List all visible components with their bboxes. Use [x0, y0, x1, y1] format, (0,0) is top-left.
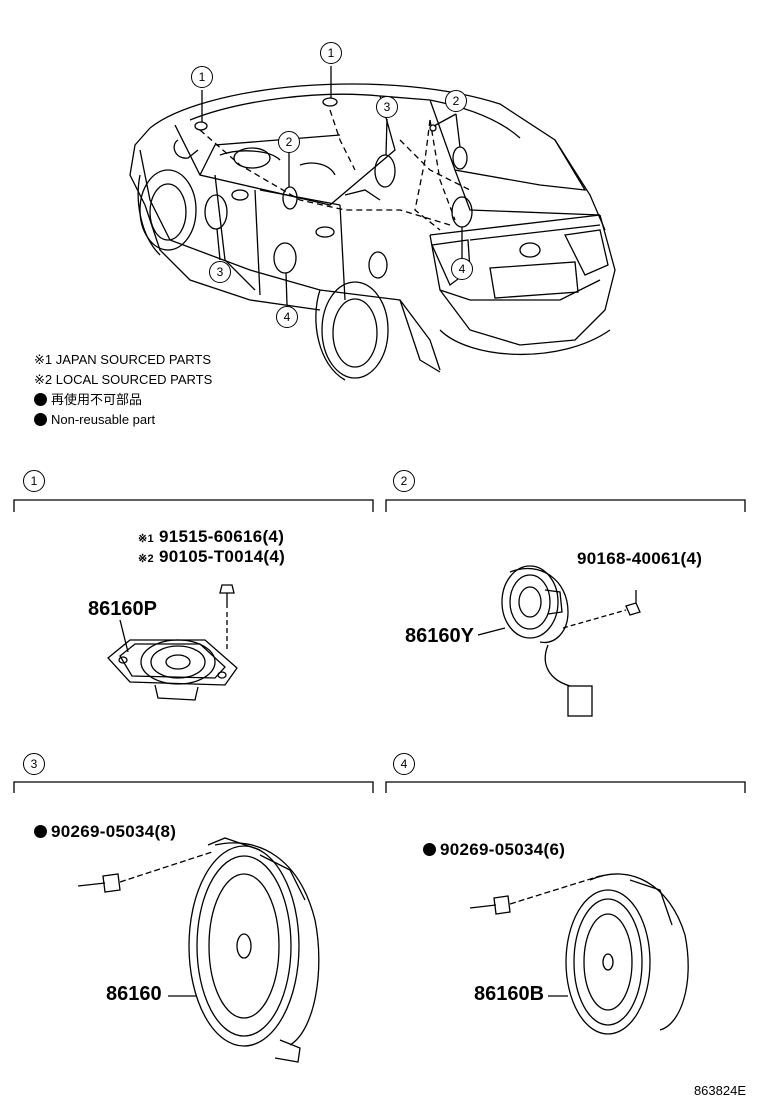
section-1-marker: 1 — [23, 470, 45, 492]
figure-code: 863824E — [693, 1083, 746, 1098]
legend: ※1 JAPAN SOURCED PARTS ※2 LOCAL SOURCED … — [34, 350, 212, 430]
fastener-8-label: 90269-05034(8) — [34, 822, 176, 842]
screw-90168-label: 90168-40061(4) — [577, 549, 703, 568]
screw-b-label: ※2 90105-T0014(4) — [138, 547, 286, 566]
callout-1-front: 1 — [191, 66, 213, 88]
section-brackets — [13, 499, 746, 793]
callout-1-roof: 1 — [320, 42, 342, 64]
part-86160y-label: 86160Y — [405, 625, 474, 647]
section-4-marker: 4 — [393, 753, 415, 775]
section-2-marker: 2 — [393, 470, 415, 492]
callout-2-rear: 2 — [445, 90, 467, 112]
speaker-86160b — [469, 873, 689, 1035]
callout-4-front: 4 — [276, 306, 298, 328]
non-reusable-dot-icon — [34, 825, 47, 838]
callout-2-front: 2 — [278, 131, 300, 153]
tweeter-86160p — [107, 584, 238, 701]
non-reusable-dot-icon — [34, 413, 47, 426]
part-86160-label: 86160 — [106, 983, 162, 1005]
callout-3-rear: 3 — [376, 96, 398, 118]
part-86160p-label: 86160P — [88, 598, 157, 620]
callout-4-rear: 4 — [451, 258, 473, 280]
section-3-marker: 3 — [23, 753, 45, 775]
legend-non-reusable-jp: 再使用不可部品 — [34, 390, 212, 410]
legend-non-reusable-en: Non-reusable part — [34, 410, 212, 430]
screw-a-label: ※1 91515-60616(4) — [138, 527, 285, 546]
legend-local-sourced: ※2 LOCAL SOURCED PARTS — [34, 372, 213, 387]
car-illustration — [129, 66, 616, 381]
callout-3-front: 3 — [209, 261, 231, 283]
non-reusable-dot-icon — [34, 393, 47, 406]
speaker-86160y — [477, 565, 641, 717]
speaker-86160 — [77, 837, 320, 1063]
fastener-6-label: 90269-05034(6) — [423, 840, 565, 860]
non-reusable-dot-icon — [423, 843, 436, 856]
legend-japan-sourced: ※1 JAPAN SOURCED PARTS — [34, 352, 212, 367]
part-86160b-label: 86160B — [474, 983, 545, 1005]
